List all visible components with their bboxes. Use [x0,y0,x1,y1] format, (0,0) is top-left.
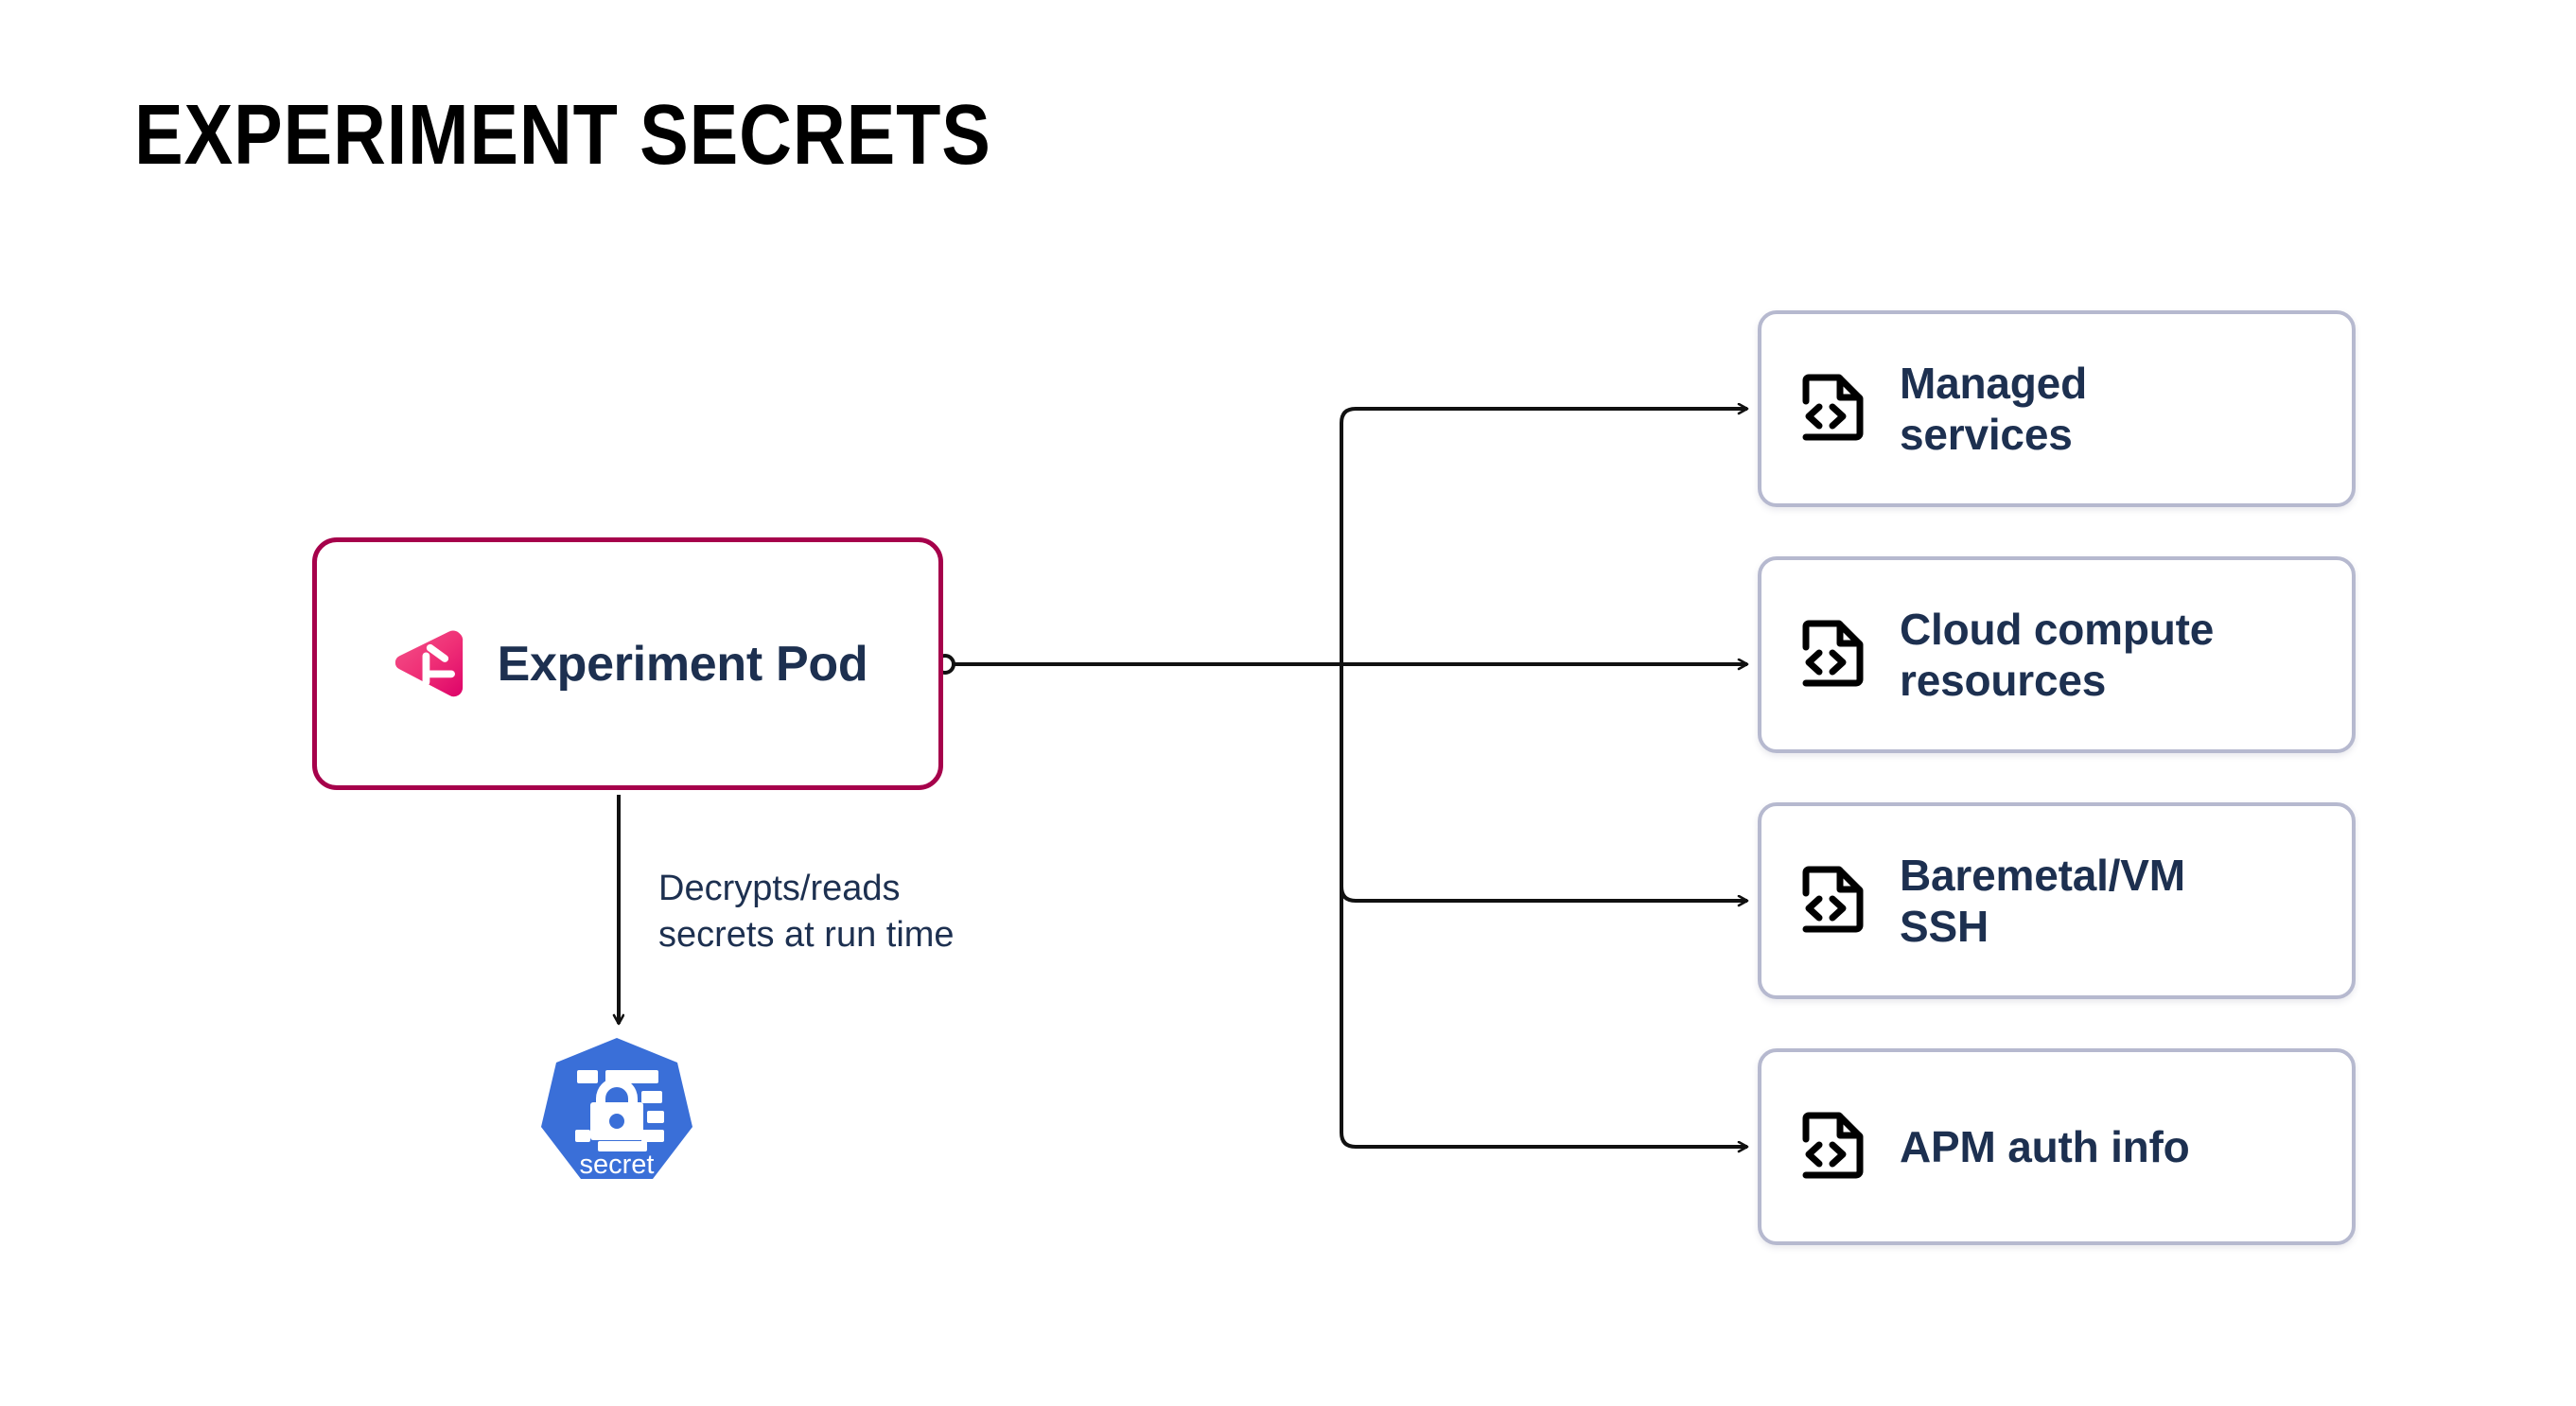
kubernetes-secret-node[interactable]: secret [535,1034,698,1221]
resource-card-label: Baremetal/VM SSH [1900,850,2185,951]
resource-card-cloud-compute[interactable]: Cloud compute resources [1758,556,2356,753]
kubernetes-secret-icon: secret [541,1038,692,1180]
resource-card-apm-auth-info[interactable]: APM auth info [1758,1048,2356,1245]
resource-card-label: APM auth info [1900,1121,2190,1171]
resource-card-baremetal-vm-ssh[interactable]: Baremetal/VM SSH [1758,802,2356,999]
resource-card-label: Managed services [1900,358,2087,459]
edge-to-managed-services [1340,409,1747,664]
edge-to-baremetal-ssh [1340,664,1747,901]
secret-caption: secret [580,1150,655,1180]
code-file-icon [1802,1112,1864,1179]
code-file-icon [1802,620,1864,687]
resource-card-label: Cloud compute resources [1900,604,2215,705]
edge-label-decrypts-reads: Decrypts/reads secrets at run time [658,869,955,955]
page-title: EXPERIMENT SECRETS [134,88,991,183]
code-file-icon [1802,866,1864,933]
harness-chaos-logo-icon [394,629,463,696]
experiment-pod-label: Experiment Pod [497,636,868,692]
experiment-pod-node[interactable]: Experiment Pod [312,537,943,790]
resource-card-managed-services[interactable]: Managed services [1758,310,2356,507]
edge-to-apm-auth [1340,664,1747,1147]
code-file-icon [1802,374,1864,441]
